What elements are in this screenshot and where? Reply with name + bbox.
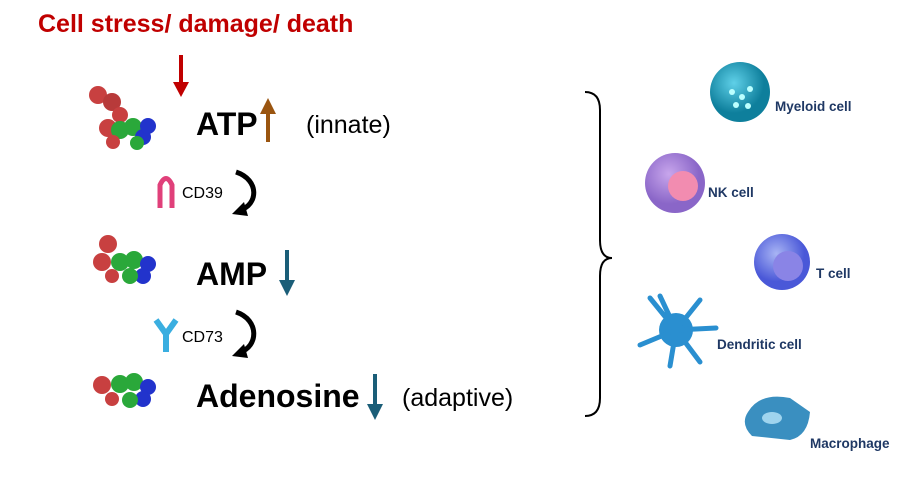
amp-down-arrow-icon: [279, 250, 295, 296]
atp-molecule-icon: [89, 86, 156, 150]
cd39-conversion-arrow-icon: [232, 169, 257, 216]
adenosine-note: (adaptive): [402, 384, 514, 412]
macrophage-icon: [744, 396, 810, 440]
page-title: Cell stress/ damage/ death: [38, 10, 354, 38]
cell-label-myeloid: Myeloid cell: [775, 99, 852, 114]
amp-label: AMP: [196, 256, 268, 292]
cell-label-dendritic: Dendritic cell: [717, 337, 802, 352]
cd73-conversion-arrow-icon: [232, 309, 257, 358]
stress-arrow-icon: [173, 55, 189, 97]
cd39-enzyme-icon: [157, 176, 175, 208]
cell-label-t: T cell: [816, 266, 851, 281]
atp-label: ATP: [196, 106, 258, 142]
myeloid-cell-icon: [710, 62, 770, 122]
t-cell-icon: [754, 234, 810, 290]
dendritic-cell-icon: [637, 293, 719, 369]
cd73-enzyme-icon: [153, 318, 179, 352]
atp-note: (innate): [306, 111, 391, 139]
atp-up-arrow-icon: [260, 98, 276, 142]
adenosine-molecule-icon: [93, 373, 156, 408]
adenosine-label: Adenosine: [196, 378, 360, 414]
cell-label-macrophage: Macrophage: [810, 436, 890, 451]
brace-icon: [584, 91, 613, 417]
cell-label-nk: NK cell: [708, 185, 754, 200]
adenosine-down-arrow-icon: [367, 374, 383, 420]
cd39-label: CD39: [182, 185, 223, 202]
cd73-label: CD73: [182, 329, 223, 346]
amp-molecule-icon: [93, 235, 156, 284]
nk-cell-icon: [645, 153, 705, 213]
